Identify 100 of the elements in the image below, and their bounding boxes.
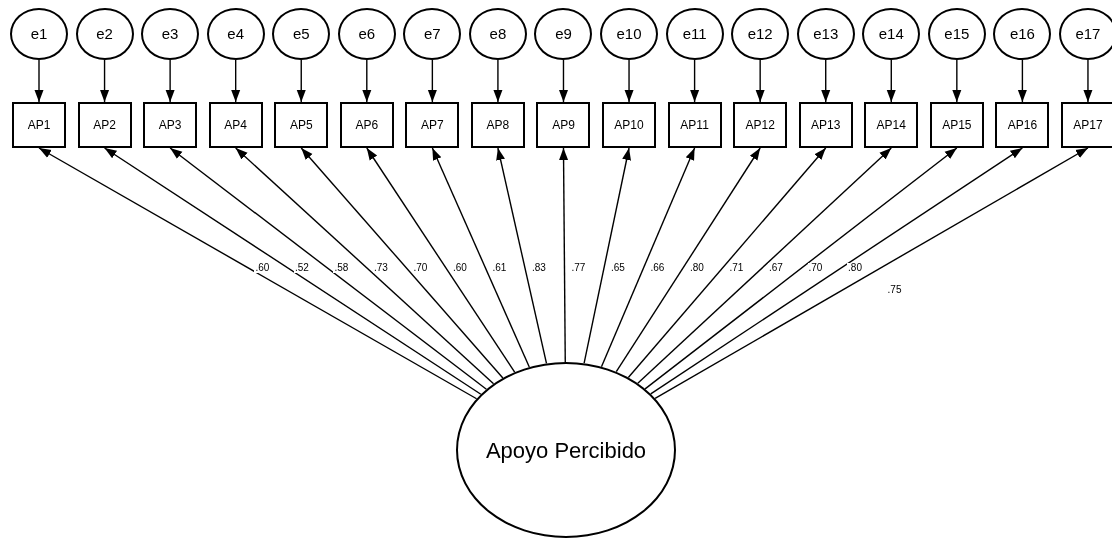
arrow (952, 59, 962, 103)
indicator-box (208, 102, 263, 148)
error-ellipse (534, 8, 593, 60)
indicator-box (602, 102, 657, 148)
indicator-box (536, 102, 591, 148)
node-label: AP15 (942, 117, 972, 134)
node-label: AP5 (289, 117, 313, 134)
node-label: e2 (96, 23, 113, 44)
node-label: AP11 (680, 117, 709, 134)
node-label: AP12 (745, 117, 775, 134)
arrow (300, 147, 504, 379)
arrow (496, 147, 548, 365)
indicator-box (733, 102, 788, 148)
edge-label: .80 (847, 263, 863, 273)
edge-label: .80 (689, 263, 705, 273)
edge-label: .83 (530, 263, 547, 273)
arrow (1017, 59, 1027, 103)
arrow (165, 59, 175, 103)
arrow (615, 147, 761, 373)
indicator-box (667, 102, 722, 148)
arrow (583, 147, 631, 364)
arrow (100, 59, 110, 103)
node-label: AP8 (486, 117, 510, 134)
arrow (169, 147, 488, 390)
edge-label: .65 (610, 263, 626, 273)
error-ellipse (10, 8, 68, 60)
node-label: e13 (813, 23, 839, 44)
node-label: e4 (227, 23, 244, 44)
edge-label: .77 (570, 263, 587, 273)
arrow (886, 59, 896, 103)
edge-label: .60 (254, 263, 271, 273)
node-label: e9 (555, 23, 572, 44)
node-label: AP10 (614, 117, 644, 134)
edge-label: .73 (372, 263, 389, 273)
error-ellipse (665, 8, 724, 60)
edge-label: .61 (491, 263, 508, 273)
arrow (431, 147, 530, 368)
indicator-box (929, 102, 984, 148)
node-label: AP17 (1073, 117, 1103, 134)
arrow (38, 147, 478, 400)
arrow (650, 147, 1024, 395)
indicator-box (1060, 102, 1112, 148)
arrow (690, 59, 700, 103)
edge-label: .58 (333, 263, 350, 273)
arrow (600, 147, 696, 368)
edge-label: .66 (649, 263, 666, 273)
node-label: e15 (944, 23, 970, 44)
node-label: e1 (30, 23, 48, 44)
edge-label: .60 (451, 263, 468, 273)
arrow (559, 59, 568, 103)
indicator-box (405, 102, 460, 148)
arrow (637, 147, 892, 385)
node-label: AP14 (876, 117, 906, 134)
node-label: AP6 (355, 117, 379, 134)
error-ellipse (468, 8, 527, 60)
edge-label: .52 (293, 263, 310, 273)
error-ellipse (1058, 8, 1112, 60)
arrow (366, 147, 516, 373)
indicator-box (470, 102, 525, 148)
node-label: e6 (358, 23, 376, 44)
indicator-box (339, 102, 394, 148)
node-label: Apoyo Percibido (485, 436, 647, 465)
arrow (235, 147, 495, 385)
node-label: e11 (682, 23, 707, 44)
error-ellipse (993, 8, 1052, 60)
edge-label: .67 (768, 263, 784, 273)
arrow (559, 147, 569, 363)
arrow (624, 59, 634, 103)
arrow (103, 147, 482, 395)
node-label: AP4 (224, 117, 247, 134)
edge-label: .75 (886, 285, 903, 295)
node-label: e3 (161, 23, 179, 44)
node-label: AP2 (93, 117, 116, 134)
error-ellipse (337, 8, 396, 60)
arrow (1083, 59, 1093, 103)
indicator-box (274, 102, 329, 148)
node-label: AP3 (158, 117, 182, 134)
node-label: e5 (292, 23, 310, 44)
arrow (362, 59, 372, 103)
node-label: e16 (1009, 23, 1035, 44)
arrow (493, 59, 503, 103)
indicator-box (12, 102, 66, 148)
node-label: e7 (424, 23, 441, 44)
arrow (427, 59, 437, 103)
node-label: AP1 (27, 117, 51, 134)
edge-label: .71 (728, 263, 745, 273)
indicator-box (864, 102, 919, 148)
node-label: AP16 (1007, 117, 1038, 134)
edge-label: .70 (412, 263, 429, 273)
node-label: e14 (878, 23, 904, 44)
error-ellipse (272, 8, 331, 60)
indicator-box (143, 102, 198, 148)
node-label: e12 (747, 23, 773, 44)
error-ellipse (927, 8, 986, 60)
error-ellipse (75, 8, 134, 60)
arrow (755, 59, 765, 103)
arrow (34, 59, 44, 103)
edge-label: .70 (807, 263, 824, 273)
arrow (654, 147, 1089, 400)
arrow (231, 59, 241, 103)
